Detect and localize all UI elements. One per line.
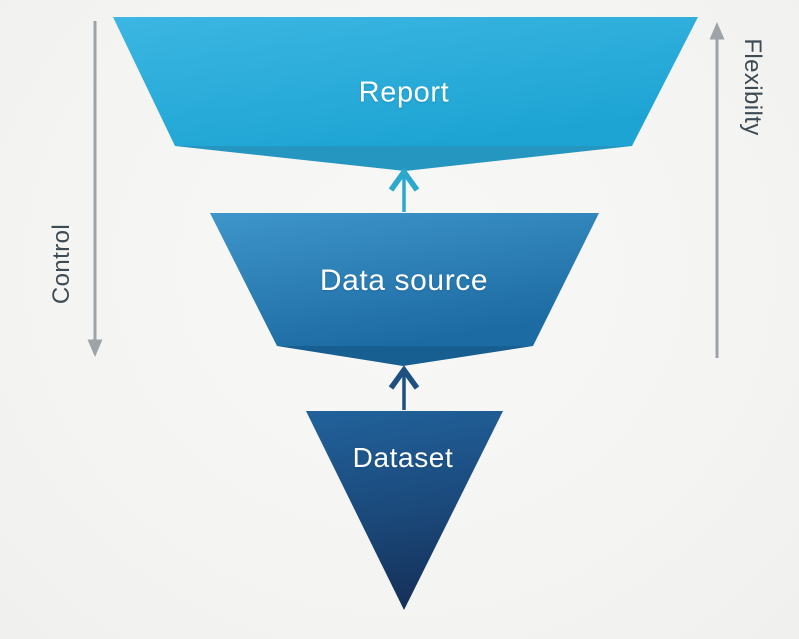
- control-axis: [87, 21, 103, 357]
- flexibility-axis: [709, 22, 725, 358]
- control-axis-label: Control: [48, 223, 75, 305]
- data-source-layer-shape: [210, 213, 599, 366]
- up-arrow-report-icon: [388, 167, 420, 212]
- data-source-layer-label: Data source: [319, 264, 489, 297]
- data-source-layer-body: [210, 213, 599, 346]
- data-source-layer-fold: [277, 346, 533, 366]
- report-layer-fold: [175, 146, 632, 171]
- arrow-up-icon: [709, 22, 725, 40]
- arrow-down-icon: [87, 339, 103, 357]
- flexibility-axis-label: Flexibilty: [739, 38, 766, 136]
- dataset-layer-label: Dataset: [352, 442, 454, 473]
- report-layer-shape: [113, 17, 698, 171]
- report-layer-body: [113, 17, 698, 146]
- dataset-layer-shape: [306, 411, 503, 610]
- up-arrow-datasource-icon: [388, 365, 420, 410]
- report-layer-label: Report: [358, 76, 450, 109]
